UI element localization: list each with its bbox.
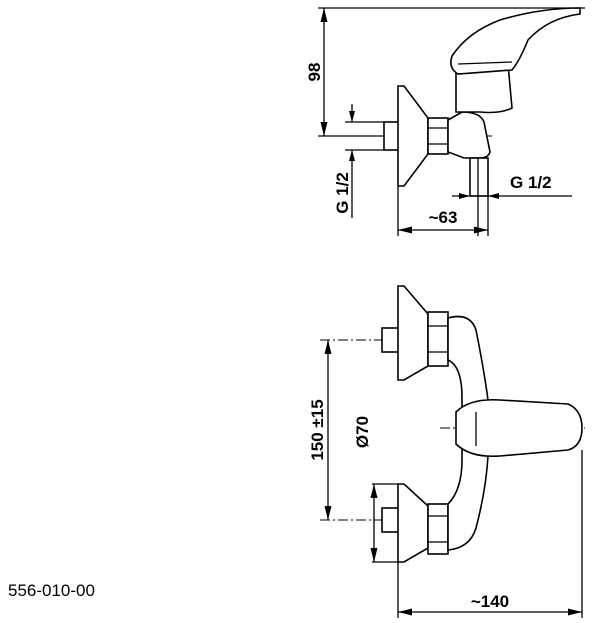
rosette-diameter-label: Ø70 bbox=[353, 416, 372, 448]
arrowhead bbox=[320, 122, 328, 136]
arrowhead bbox=[349, 150, 355, 161]
width-dimension-label: ~140 bbox=[471, 592, 509, 611]
arrowhead bbox=[370, 548, 378, 562]
upper-hex-nut bbox=[427, 311, 449, 367]
hex-nut bbox=[427, 117, 449, 155]
front-view: 150 ±15 Ø70 ~140 bbox=[308, 285, 585, 618]
spacing-dimension-label: 150 ±15 bbox=[308, 399, 327, 460]
part-number: 556-010-00 bbox=[8, 581, 95, 600]
arrowhead bbox=[320, 8, 328, 22]
lever-edge bbox=[457, 61, 513, 65]
height-dimension-label: 98 bbox=[305, 63, 324, 82]
side-view: 98 G 1/2 G 1/2 bbox=[305, 7, 585, 236]
outlet-thread-label: G 1/2 bbox=[510, 173, 552, 192]
arrowhead bbox=[398, 226, 412, 234]
arrowhead bbox=[459, 193, 470, 199]
arrowhead bbox=[488, 193, 499, 199]
upper-rosette bbox=[397, 285, 429, 381]
mixer-body-side bbox=[447, 111, 491, 159]
lower-rosette bbox=[397, 483, 429, 563]
lever-handle bbox=[450, 7, 581, 75]
arrowhead bbox=[474, 226, 488, 234]
arrowhead bbox=[349, 111, 355, 122]
arrowhead bbox=[568, 608, 582, 616]
lower-hex-nut bbox=[427, 503, 449, 555]
inlet-thread-label: G 1/2 bbox=[333, 172, 352, 214]
lever-front bbox=[455, 398, 583, 458]
arrowhead bbox=[398, 608, 412, 616]
outlet-pipe bbox=[469, 157, 489, 197]
arrowhead bbox=[324, 340, 332, 354]
arrowhead bbox=[370, 484, 378, 498]
arrowhead bbox=[324, 506, 332, 520]
depth-dimension-label: ~63 bbox=[429, 208, 458, 227]
rosette bbox=[397, 85, 429, 187]
